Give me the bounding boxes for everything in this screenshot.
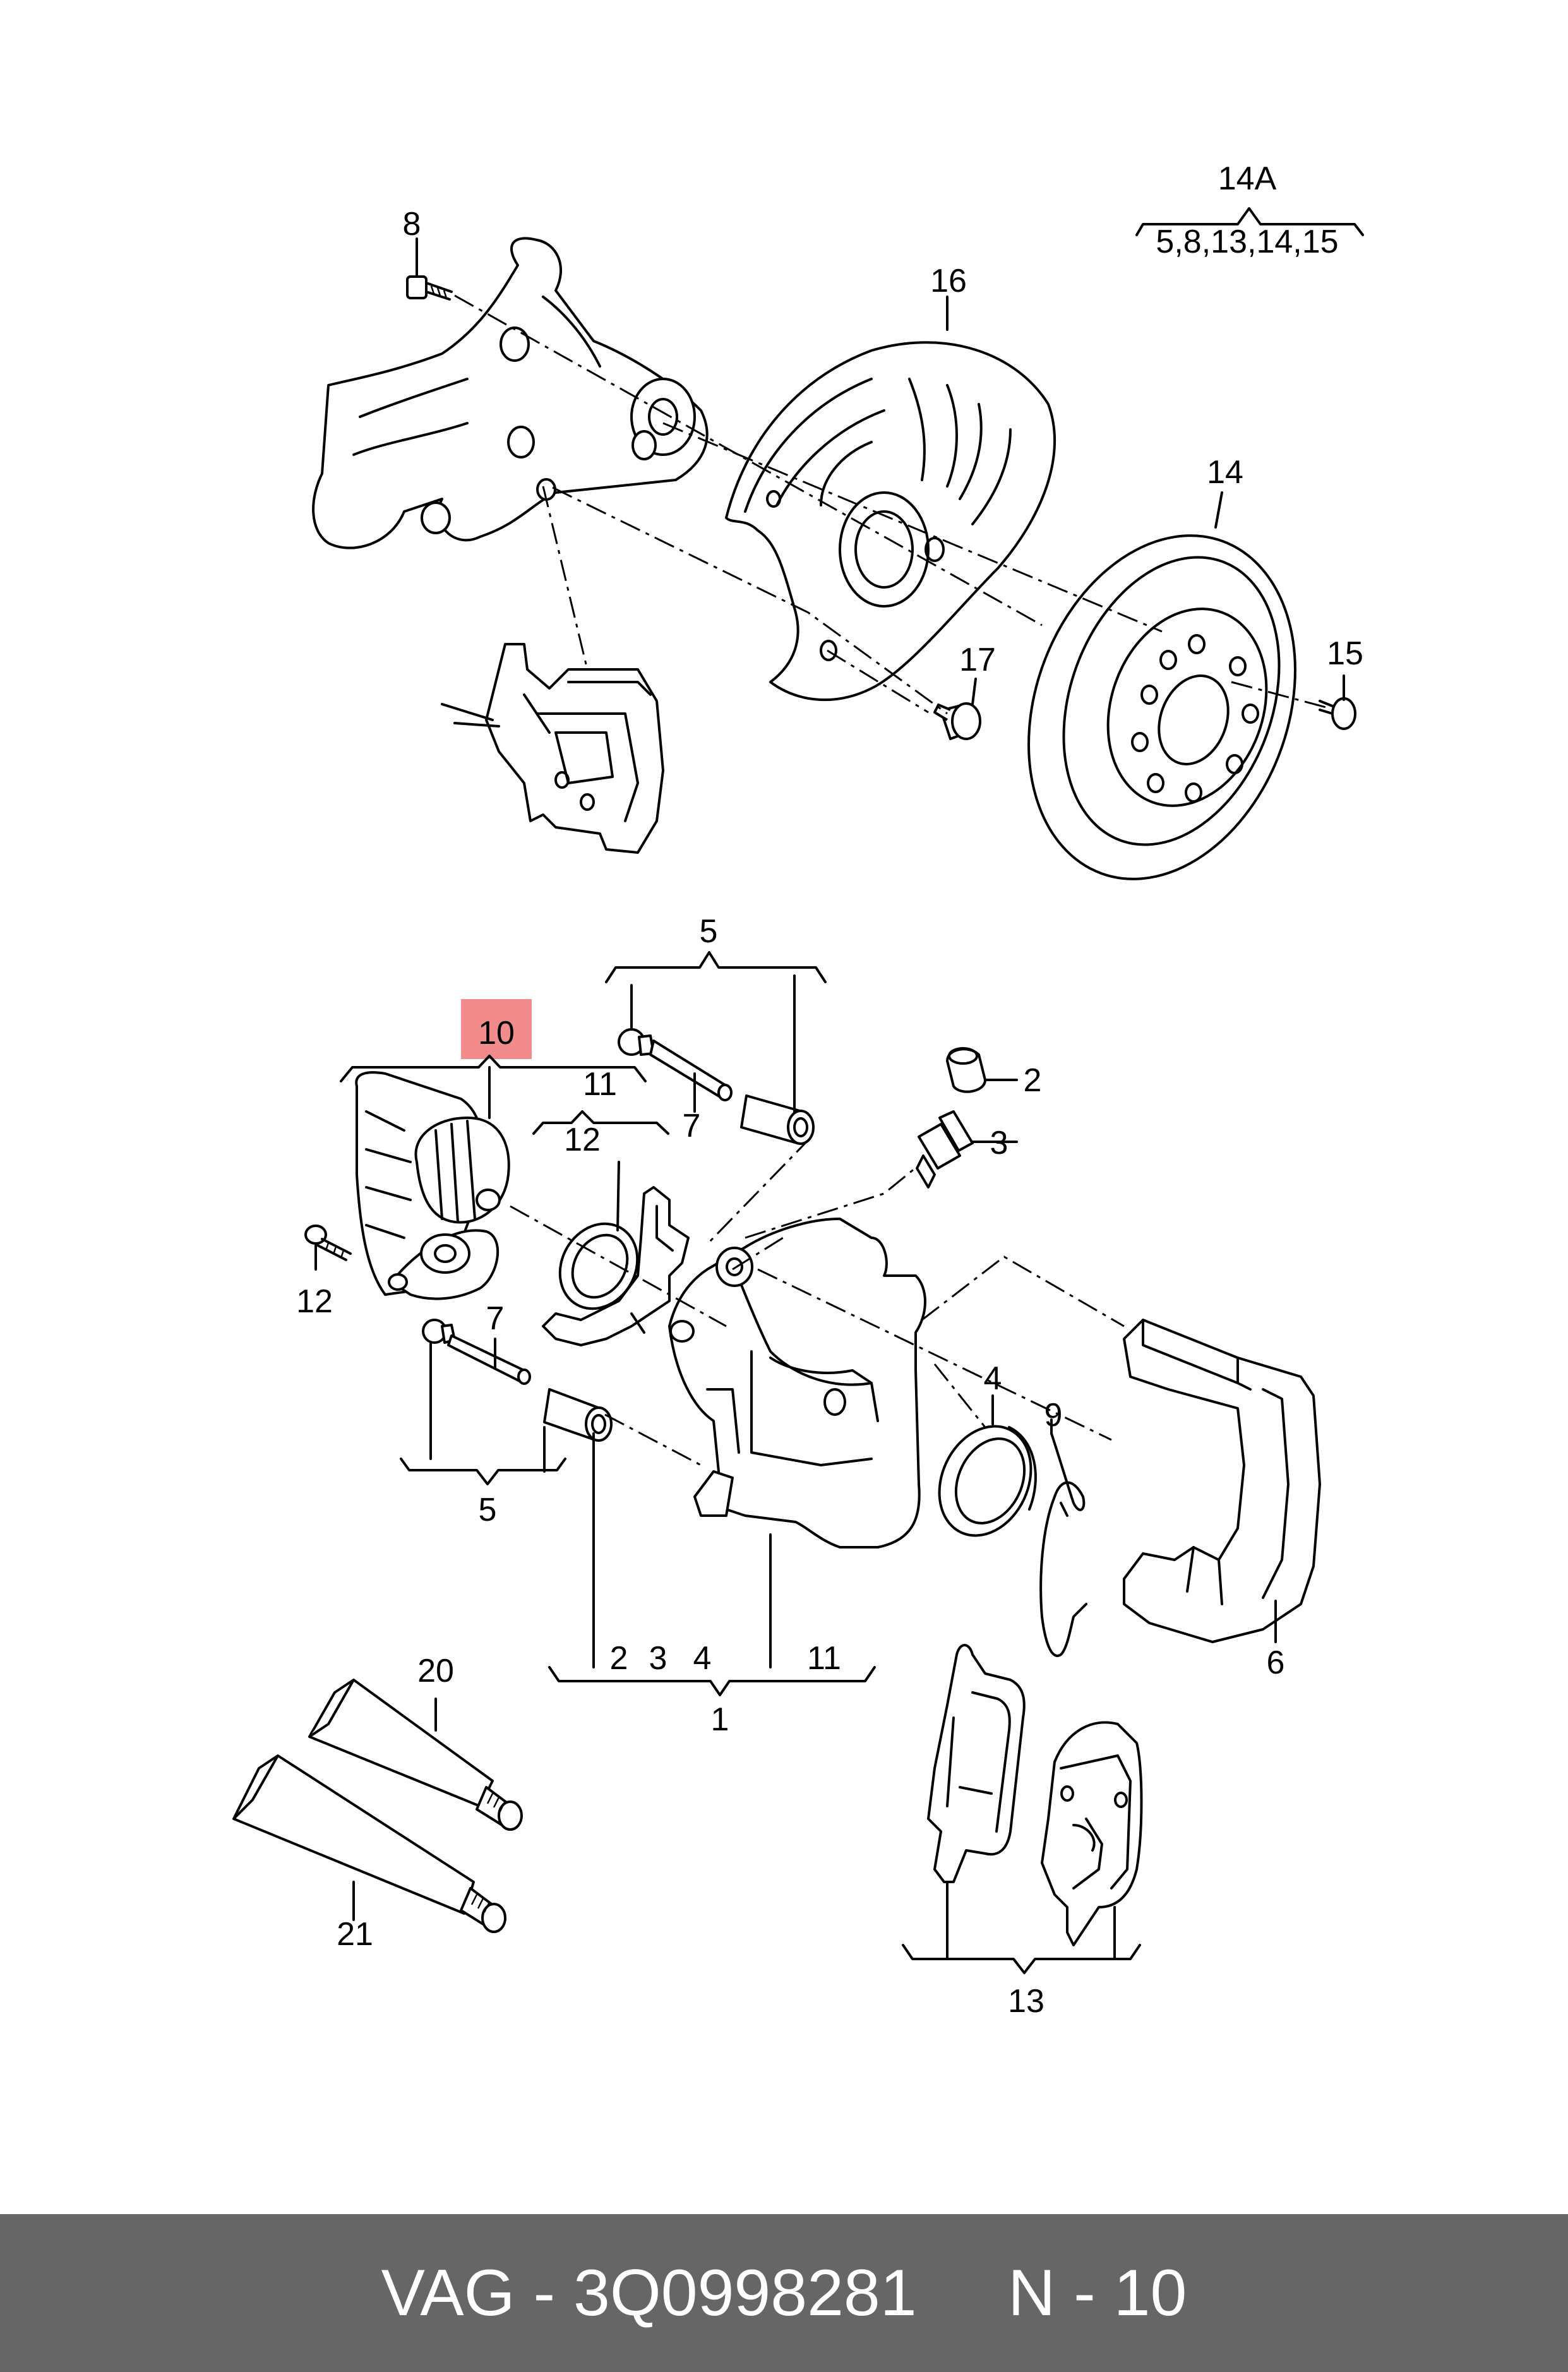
callout-2-list: 2 [610,1640,628,1677]
callout-9: 9 [1044,1397,1063,1434]
disc-bolt-holes [1131,634,1259,803]
callout-20: 20 [417,1653,454,1689]
callout-7-top: 7 [683,1108,701,1144]
callout-4-right: 4 [984,1360,1002,1397]
dust-shield-part-16 [725,296,1056,702]
bleed-screw-part-3 [916,1110,1018,1189]
callout-3-list: 3 [649,1640,667,1677]
screw-part-15 [1319,674,1356,730]
callout-21: 21 [337,1916,373,1953]
part-number-footer: VAG - 3Q0998281 N - 10 [0,2214,1568,2372]
spring-clip-part-9 [1039,1418,1087,1657]
bracket-14A [1135,207,1364,236]
wheel-hub-knuckle [312,237,709,549]
footer-separator: - [515,2256,573,2330]
pad-retainer-plate [542,1186,690,1346]
callout-8: 8 [403,206,421,243]
bracket-5-bottom [400,1458,566,1485]
footer-brand: VAG [381,2256,515,2330]
grease-tube-part-21 [232,1754,506,1933]
bracket-1 [548,1666,876,1696]
callout-17: 17 [959,642,996,678]
guide-pin-set-part-5-top [618,974,815,1145]
callout-11-list: 11 [807,1640,841,1677]
callout-7-bottom: 7 [486,1300,505,1337]
caliper-assembly-small [441,643,664,854]
bolt-part-17 [933,678,981,740]
callout-10: 10 [478,1015,515,1051]
footer-gap [917,2256,1008,2331]
guide-pin-set-part-5-bottom [422,1319,613,1473]
callout-14A: 14A [1218,160,1277,197]
footer-position: N - 10 [1008,2256,1187,2330]
callout-13: 13 [1008,1983,1044,2020]
bolt-part-8 [406,237,453,301]
callout-2-right: 2 [1024,1062,1042,1099]
callout-3-right: 3 [990,1125,1008,1161]
callout-11-top: 11 [583,1066,617,1103]
callout-14A-list: 5,8,13,14,15 [1156,224,1338,260]
screw-part-12 [304,1225,352,1271]
exploded-parts-diagram: 8 16 17 [232,160,1364,2020]
bracket-5-top [605,951,827,983]
footer-part-number: 3Q0998281 [573,2256,917,2330]
caliper-bracket-part-6 [1123,1319,1321,1643]
callout-5-top: 5 [700,913,718,950]
alignment-lines-lower [510,1135,1125,1466]
alignment-lines-upper [454,294,1327,715]
callout-12-left: 12 [296,1283,333,1320]
part-10-highlight [461,999,532,1059]
callout-1: 1 [711,1701,729,1738]
bleed-cap-part-2 [946,1047,1018,1093]
brake-pad-right-part-13 [1041,1721,1143,1959]
brake-disc-part-14 [1027,491,1296,880]
bracket-13 [902,1944,1141,1974]
callout-4-list: 4 [693,1640,712,1677]
bracket-12 [532,1110,669,1135]
bracket-10 [340,1055,647,1082]
callout-15: 15 [1327,635,1363,672]
piston-seal-part-4 [938,1394,1037,1537]
brake-motor-part-10 [355,1071,510,1300]
caliper-housing-part-11 [668,1218,926,1668]
callout-12-top: 12 [564,1122,601,1158]
callout-5-bottom: 5 [479,1492,497,1528]
brake-pad-left-part-13 [927,1644,1026,1959]
callout-14: 14 [1207,454,1243,491]
grease-tube-part-20 [308,1679,523,1831]
callout-6: 6 [1267,1644,1285,1681]
callout-16: 16 [930,263,967,299]
